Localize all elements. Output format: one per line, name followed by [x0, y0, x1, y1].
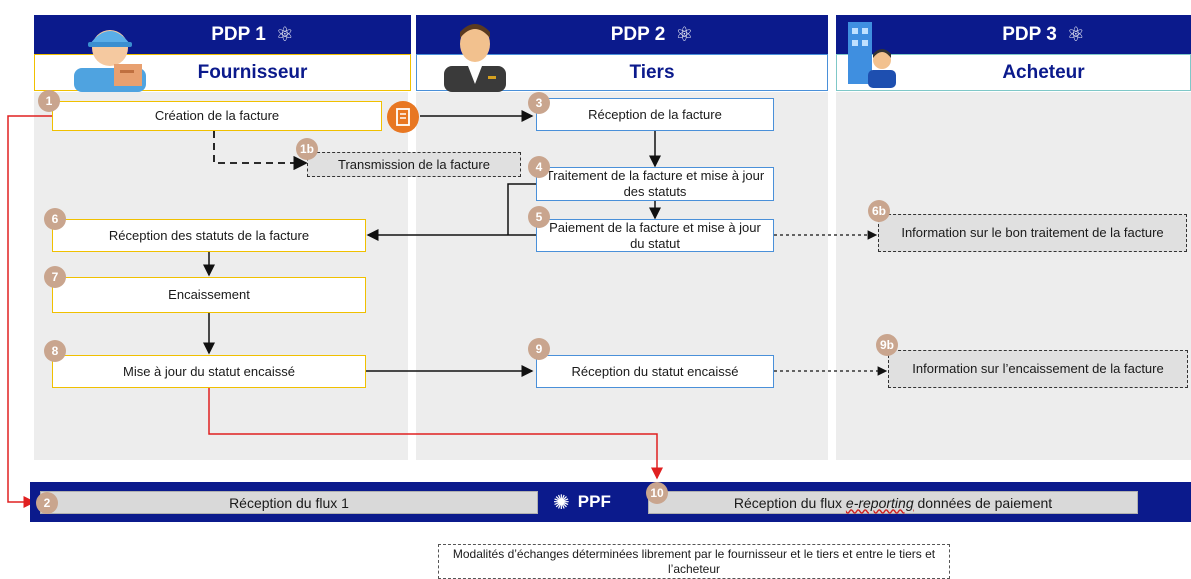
step-6b-badge: 6b — [868, 200, 890, 222]
step-6b-box: Information sur le bon traitement de la … — [878, 214, 1187, 252]
supplier-avatar-icon — [74, 30, 146, 92]
legend-label: Modalités d’échanges déterminées libreme… — [452, 547, 936, 576]
atom-icon: ⚛ — [275, 24, 294, 46]
ppf-right-label-pre: Réception du flux — [733, 494, 846, 511]
ppf-left-label: Réception du flux 1 — [229, 494, 349, 511]
step-6-box: Réception des statuts de la facture — [52, 219, 366, 252]
ppf-label: PPF — [577, 492, 611, 511]
ppf-right-label: Réception du flux e-reporting données de… — [734, 495, 1052, 511]
role-tiers-label: Tiers — [629, 61, 675, 83]
atom-icon: ⚛ — [1066, 24, 1085, 46]
step-9-badge: 9 — [528, 338, 550, 360]
step-7-badge: 7 — [44, 266, 66, 288]
step-1-badge: 1 — [38, 90, 60, 112]
header-pdp1-title: PDP 1 — [211, 23, 266, 45]
header-pdp2-title: PDP 2 — [610, 23, 666, 45]
ppf-right-label-post: données de paiement — [913, 494, 1053, 511]
step-1-label: Création de la facture — [154, 108, 280, 123]
step-1b-box: Transmission de la facture — [307, 152, 521, 177]
step-6b-label: Information sur le bon traitement de la … — [901, 225, 1164, 240]
buyer-building-avatar-icon — [848, 22, 896, 88]
step-9-box: Réception du statut encaissé — [536, 355, 774, 388]
step-6-label: Réception des statuts de la facture — [108, 227, 310, 243]
step-7-label: Encaissement — [168, 287, 250, 302]
step-9b-label: Information sur l’encaissement de la fac… — [912, 361, 1164, 376]
invoice-document-icon — [387, 101, 419, 133]
step-1b-label: Transmission de la facture — [338, 156, 490, 172]
network-icon: ✺ — [553, 491, 570, 514]
step-9-label: Réception du statut encaissé — [571, 363, 739, 379]
step-8-label: Mise à jour du statut encaissé — [123, 363, 295, 379]
step-5-label: Paiement de la facture et mise à jour du… — [549, 219, 761, 251]
step-9b-box: Information sur l’encaissement de la fac… — [888, 350, 1188, 388]
step-2-badge: 2 — [36, 492, 58, 514]
step-4-label: Traitement de la facture et mise à jour … — [545, 168, 765, 199]
step-3-badge: 3 — [528, 92, 550, 114]
ppf-left-segment: Réception du flux 1 — [40, 491, 538, 514]
legend-dashed-box: Modalités d’échanges déterminées libreme… — [438, 544, 950, 579]
step-10-badge: 10 — [646, 482, 668, 504]
atom-icon: ⚛ — [675, 24, 694, 46]
ppf-title: ✺ PPF — [553, 488, 611, 516]
step-5-badge: 5 — [528, 206, 550, 228]
step-1b-badge: 1b — [296, 138, 318, 160]
step-3-box: Réception de la facture — [536, 98, 774, 131]
step-1-box: Création de la facture — [52, 101, 382, 131]
step-6-badge: 6 — [44, 208, 66, 230]
step-8-box: Mise à jour du statut encaissé — [52, 355, 366, 388]
column-pdp3-background — [836, 92, 1191, 460]
step-4-badge: 4 — [528, 156, 550, 178]
ppf-right-segment: Réception du flux e-reporting données de… — [648, 491, 1138, 514]
step-3-label: Réception de la facture — [588, 106, 722, 122]
role-acheteur-label: Acheteur — [1002, 61, 1085, 83]
step-8-badge: 8 — [44, 340, 66, 362]
role-fournisseur-label: Fournisseur — [197, 61, 308, 83]
third-party-avatar-icon — [444, 24, 506, 92]
header-pdp3: PDP 3 ⚛ — [836, 15, 1191, 54]
step-9b-badge: 9b — [876, 334, 898, 356]
ppf-right-label-em: e-reporting — [845, 494, 914, 511]
step-5-box: Paiement de la facture et mise à jour du… — [536, 219, 774, 252]
step-4-box: Traitement de la facture et mise à jour … — [536, 167, 774, 201]
step-7-box: Encaissement — [52, 277, 366, 313]
header-pdp3-title: PDP 3 — [1002, 23, 1057, 45]
